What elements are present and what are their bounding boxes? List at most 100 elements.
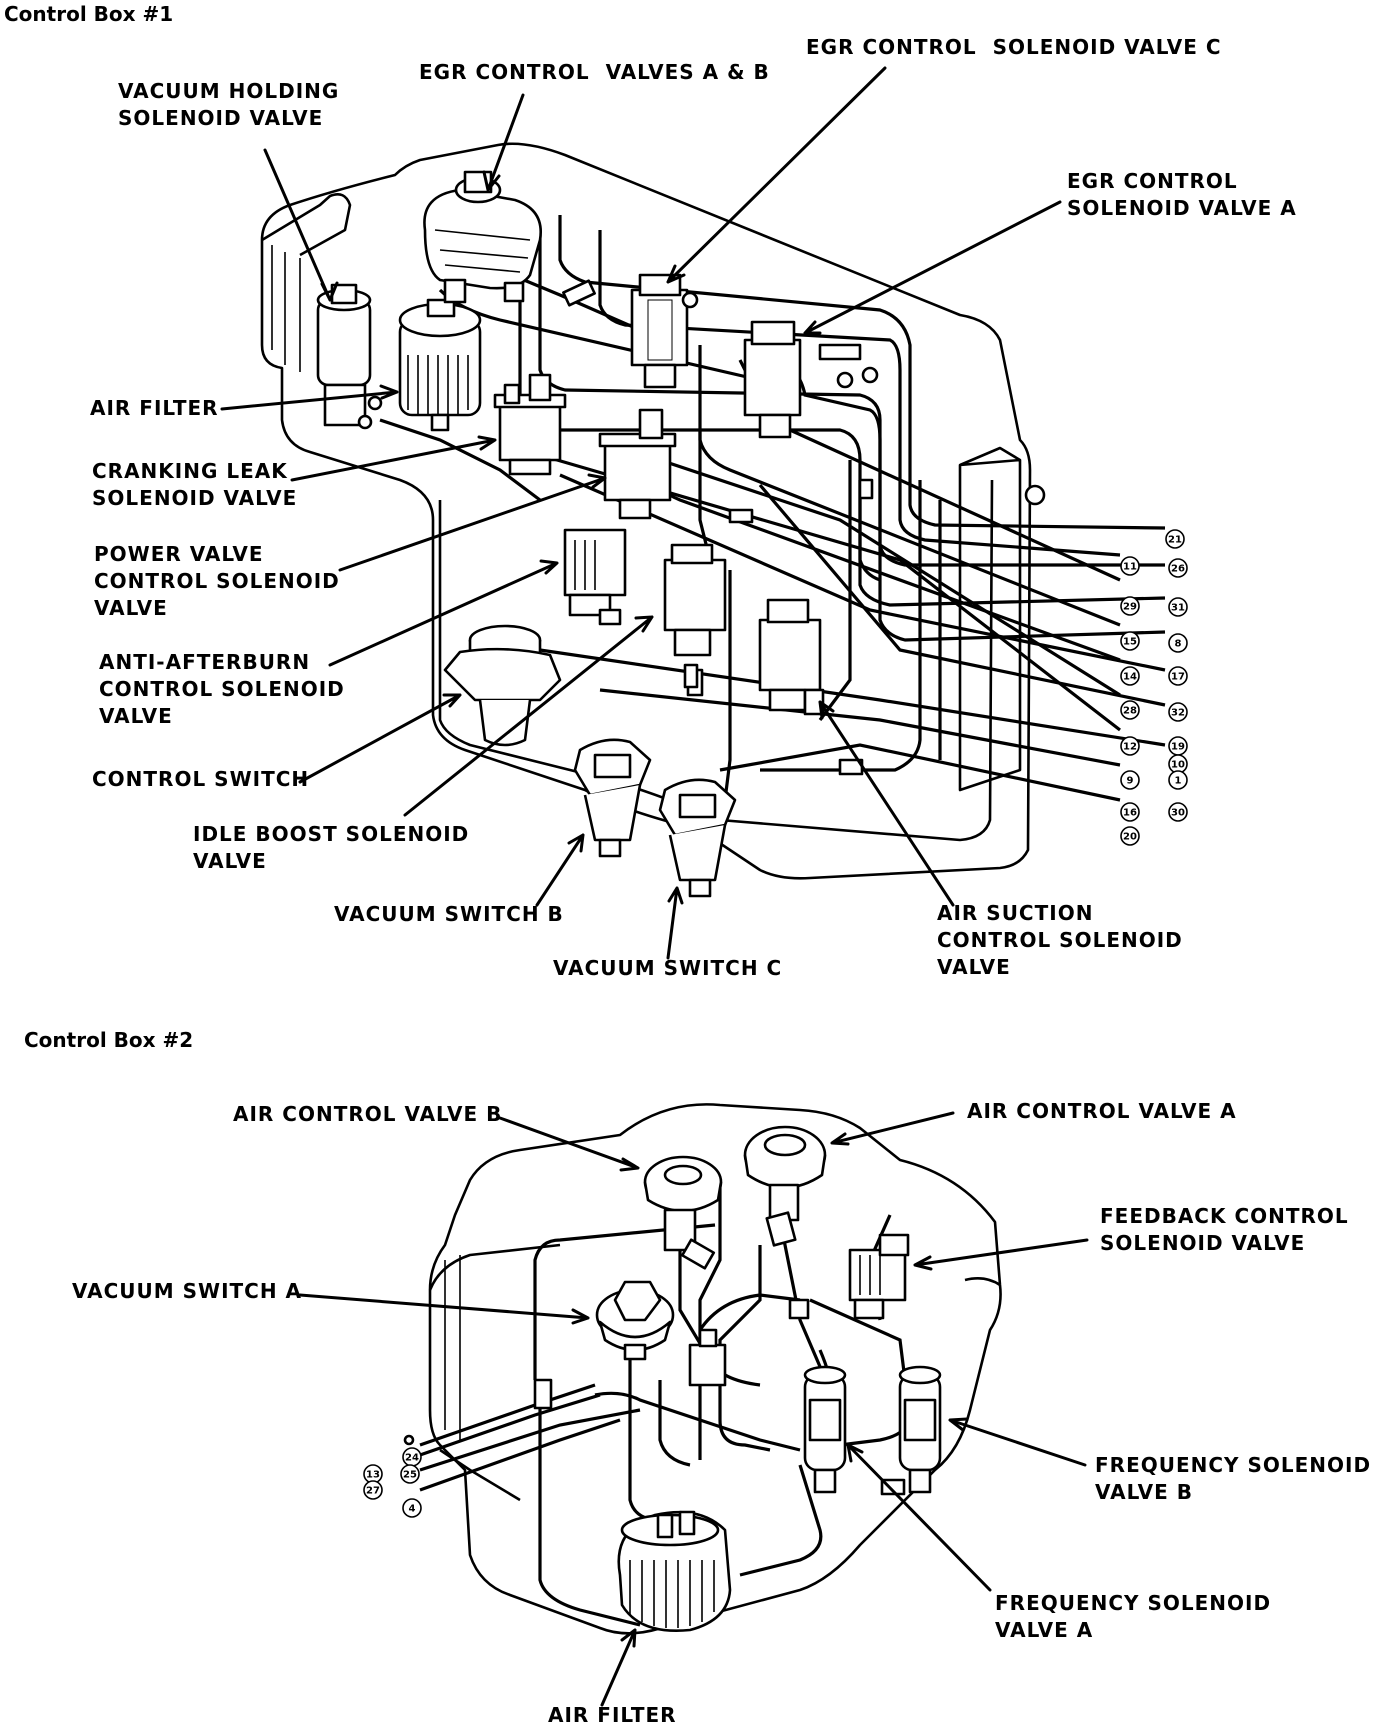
control-box-1-drawing [260, 142, 1166, 898]
label-cranking-leak: CRANKING LEAK SOLENOID VALVE [92, 459, 298, 510]
leader-air-filter [220, 384, 399, 411]
box1-port-number: 21 [1168, 535, 1182, 546]
box1-port-circle [1120, 802, 1140, 822]
box1-side-tank [958, 446, 1022, 792]
vacuum-switch-c [658, 778, 737, 898]
label-control-switch: CONTROL SWITCH [92, 767, 310, 791]
label-vacuum-switch-b: VACUUM SWITCH B [334, 902, 564, 926]
label-idle-boost: IDLE BOOST SOLENOID VALVE [193, 822, 470, 873]
box1-hose-fitting [728, 508, 754, 524]
box1-leader-lines [220, 66, 1062, 960]
box1-port-circle [1120, 770, 1140, 790]
leader-air-control-a [830, 1111, 955, 1146]
leader-vacuum-switch-b [535, 833, 585, 907]
box1-tank-cap [1024, 484, 1046, 506]
power-valve-control-solenoid [563, 528, 627, 626]
box1-port-number: 30 [1171, 808, 1185, 819]
box1-port-number: 19 [1171, 742, 1185, 753]
label-power-valve: POWER VALVE CONTROL SOLENOID VALVE [94, 542, 340, 620]
leader-air-filter-2 [600, 1628, 637, 1707]
leader-feedback [913, 1238, 1089, 1271]
box2-port-number: 13 [366, 1470, 380, 1481]
box1-port-number: 26 [1171, 564, 1185, 575]
vacuum-switch-b [573, 738, 652, 858]
label-egr-valves-ab: EGR CONTROL VALVES A & B [419, 60, 770, 84]
leader-egr-valves-ab [482, 93, 525, 192]
box1-control-switch [443, 624, 562, 747]
leader-air-control-b [498, 1116, 640, 1172]
box1-housing [260, 142, 1032, 880]
box1-port-number: 32 [1171, 708, 1185, 719]
label-air-filter-1: AIR FILTER [90, 396, 219, 420]
label-air-filter-2: AIR FILTER [548, 1703, 677, 1727]
air-control-valve-a [743, 1125, 827, 1247]
leader-egr-solenoid-c [666, 66, 887, 284]
egr-control-valves-a-b [423, 170, 596, 307]
box1-port-number: 28 [1123, 706, 1137, 717]
box2-port-number: 25 [403, 1470, 417, 1481]
box1-port-circle [1168, 597, 1188, 617]
box1-air-filter [398, 298, 482, 432]
box1-hose-fitting [683, 663, 699, 689]
box1-port-number: 8 [1175, 639, 1182, 650]
leader-anti-afterburn [328, 559, 559, 667]
box1-port-number: 1 [1175, 776, 1182, 787]
label-freq-a: FREQUENCY SOLENOID VALVE A [995, 1591, 1272, 1642]
frequency-solenoid-valve-b [880, 1365, 942, 1496]
box1-port-circle [1168, 702, 1188, 722]
box1-port-number: 17 [1171, 672, 1185, 683]
air-suction-control-solenoid-valve [758, 598, 825, 716]
box1-port-circle [1120, 700, 1140, 720]
idle-boost-solenoid-valve [663, 543, 727, 697]
box1-port-circle [1165, 529, 1185, 549]
box2-solenoid [533, 1298, 810, 1410]
box2-lid-rim [428, 1243, 1001, 1502]
box2-port-circle [402, 1498, 422, 1518]
box1-port-number: 11 [1123, 562, 1137, 573]
box1-port-number: 14 [1123, 672, 1137, 683]
box1-port-circle [1120, 631, 1140, 651]
vacuum-holding-solenoid-valve [316, 283, 383, 430]
label-air-control-a: AIR CONTROL VALVE A [967, 1099, 1237, 1123]
box2-port-number: 24 [405, 1453, 419, 1464]
box1-rear-panel-edge [271, 245, 301, 372]
box1-port-circle [1168, 633, 1188, 653]
label-anti-afterburn: ANTI-AFTERBURN CONTROL SOLENOID VALVE [99, 650, 345, 728]
label-vacuum-switch-c: VACUUM SWITCH C [553, 956, 783, 980]
label-egr-solenoid-c: EGR CONTROL SOLENOID VALVE C [806, 35, 1222, 59]
box1-port-circle [1120, 666, 1140, 686]
leader-cranking-leak [290, 435, 497, 482]
box1-port-circle [1120, 826, 1140, 846]
box2-port-circle [400, 1464, 420, 1484]
control-box-2-drawing [403, 1103, 1002, 1635]
box1-port-number: 12 [1123, 742, 1137, 753]
leader-egr-solenoid-a [803, 200, 1062, 335]
box1-port-circle [1168, 802, 1188, 822]
label-feedback: FEEDBACK CONTROL SOLENOID VALVE [1100, 1204, 1349, 1255]
egr-control-solenoid-valve-c [630, 273, 699, 389]
box1-port-number: 31 [1171, 603, 1185, 614]
leader-freq-a [846, 1443, 992, 1592]
box1-port-number: 29 [1123, 602, 1137, 613]
box2-leader-lines [298, 1111, 1089, 1707]
label-vacuum-holding: VACUUM HOLDING SOLENOID VALVE [118, 79, 340, 130]
box2-port-number: 4 [409, 1504, 416, 1515]
box1-port-circle [1120, 596, 1140, 616]
vacuum-switch-a [595, 1280, 675, 1361]
leader-control-switch [298, 693, 462, 784]
box1-valve-center [598, 408, 677, 520]
box1-rear-panel [261, 193, 352, 257]
label-vacuum-switch-a: VACUUM SWITCH A [72, 1279, 303, 1303]
label-air-suction: AIR SUCTION CONTROL SOLENOID VALVE [937, 901, 1183, 979]
box1-port-circle [1120, 736, 1140, 756]
box1-title: Control Box #1 [4, 2, 174, 26]
box1-port-circle [1120, 556, 1140, 576]
box1-port-circle [1168, 770, 1188, 790]
box2-title: Control Box #2 [24, 1028, 194, 1052]
box1-port-circle [1168, 558, 1188, 578]
leader-vacuum-switch-a [298, 1293, 590, 1325]
box2-port-number: 27 [366, 1486, 380, 1497]
cranking-leak-solenoid-valve [493, 373, 567, 476]
leader-freq-b [948, 1417, 1087, 1467]
